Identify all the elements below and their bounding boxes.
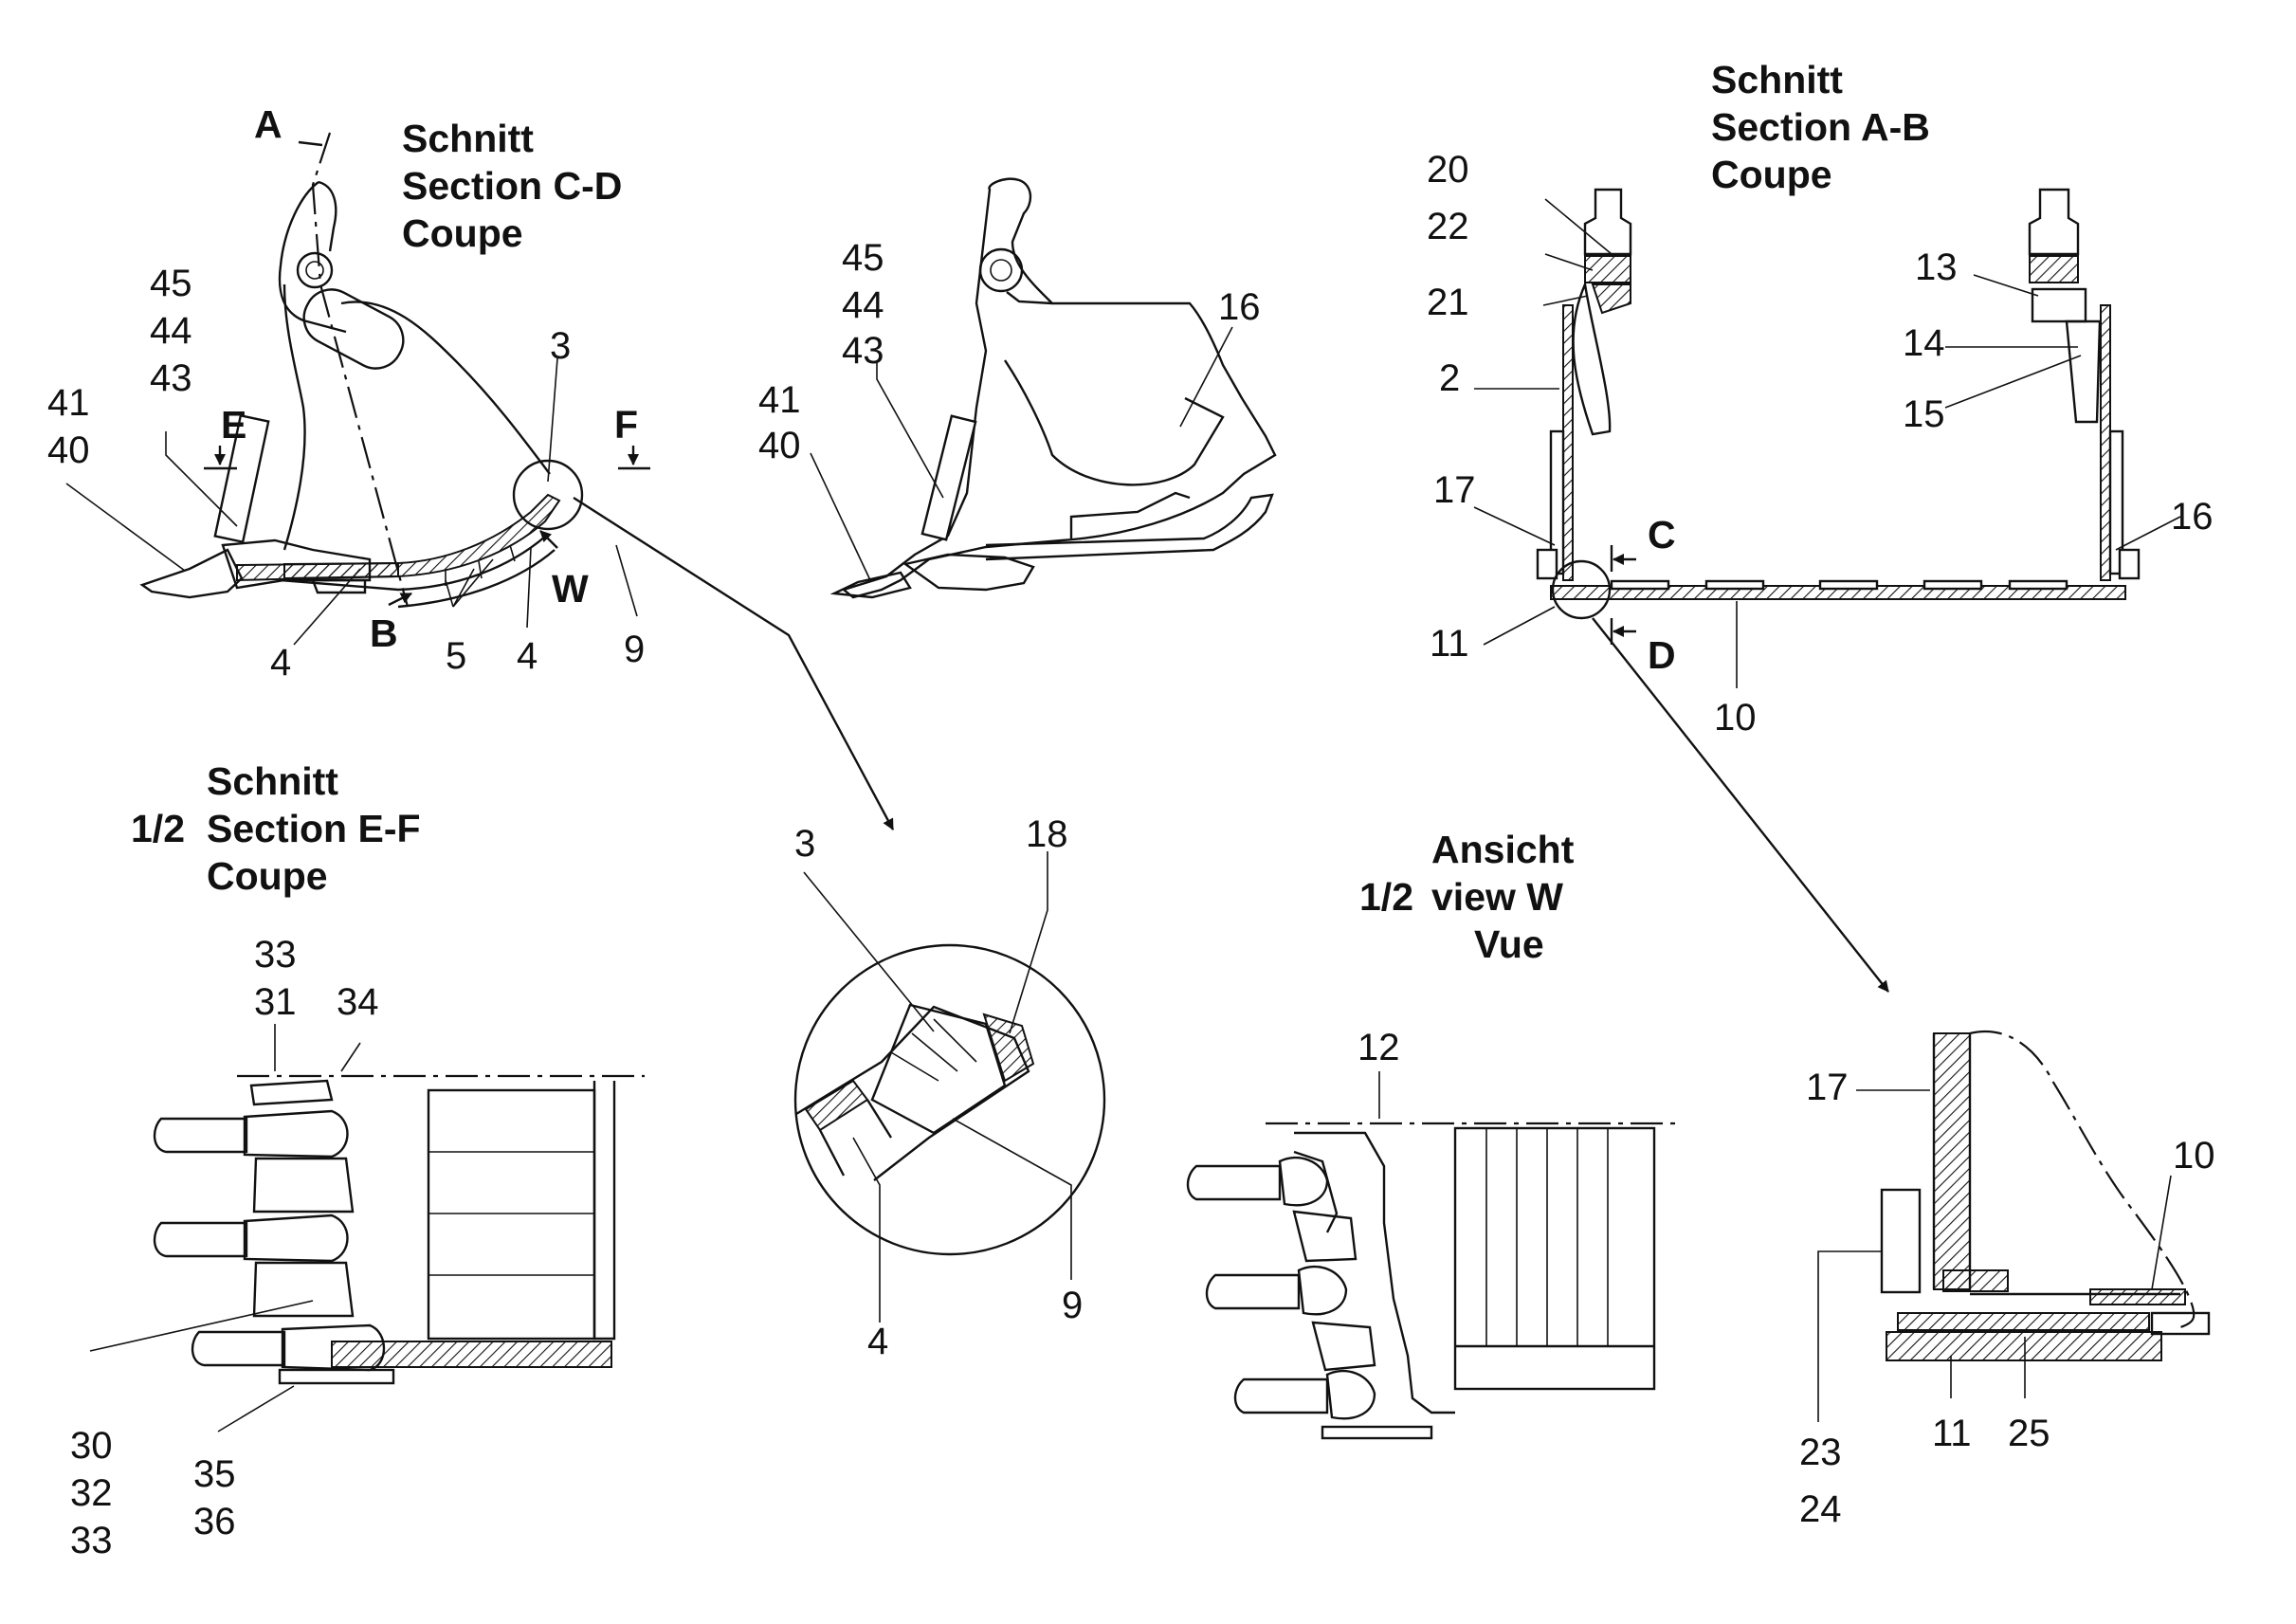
section-ab-drawing: [1473, 188, 2181, 993]
label-3: 3: [550, 325, 571, 367]
label-17: 17: [1806, 1067, 1849, 1108]
label-9: 9: [624, 629, 645, 670]
label-44: 44: [150, 310, 192, 352]
heading-cd-de: Schnitt: [402, 117, 534, 160]
heading-ef-en: Section E-F: [207, 807, 421, 850]
label-10: 10: [1714, 697, 1757, 739]
label-33: 33: [254, 934, 297, 976]
labels-section-ef: 33 31 34 30 32 33 35 36: [70, 934, 379, 1561]
heading-ab-en: Section A-B: [1711, 105, 1930, 149]
label-9: 9: [1062, 1285, 1083, 1326]
label-45: 45: [842, 237, 884, 279]
heading-section-ab: Schnitt Section A-B Coupe: [1711, 58, 1930, 196]
labels-section-cd: 45 44 43 41 40 3 4 5 4 9: [47, 263, 645, 684]
labels-detail-circle: 3 18 4 9: [794, 813, 1083, 1362]
label-2: 2: [1439, 357, 1460, 399]
labels-view-w: 12: [1358, 1027, 1400, 1068]
label-34: 34: [337, 981, 379, 1023]
label-15: 15: [1903, 393, 1945, 435]
label-40: 40: [758, 425, 801, 466]
label-36: 36: [193, 1501, 236, 1542]
label-40: 40: [47, 429, 90, 471]
heading-section-cd: Schnitt Section C-D Coupe: [402, 117, 622, 255]
marker-c: C: [1648, 513, 1676, 557]
label-10: 10: [2173, 1135, 2215, 1177]
label-3: 3: [794, 823, 815, 865]
label-41: 41: [47, 382, 90, 424]
heading-ef-prefix: 1/2: [131, 807, 185, 850]
label-4: 4: [270, 642, 291, 684]
marker-f: F: [614, 403, 638, 447]
label-31: 31: [254, 981, 297, 1023]
view-w-drawing: [1186, 1071, 1683, 1440]
label-41: 41: [758, 379, 801, 421]
label-18: 18: [1026, 813, 1068, 855]
heading-cd-en: Section C-D: [402, 164, 622, 208]
label-16: 16: [2171, 496, 2214, 538]
label-33: 33: [70, 1520, 113, 1561]
label-17: 17: [1433, 469, 1476, 511]
label-21: 21: [1427, 282, 1469, 323]
labels-section-ab: 20 22 21 2 17 11 10 13 14 15 16: [1427, 149, 2214, 739]
label-14: 14: [1903, 322, 1945, 364]
section-ef-drawing: [89, 1024, 645, 1432]
label-44: 44: [842, 284, 884, 326]
marker-e: E: [221, 403, 246, 447]
heading-section-ef: Schnitt 1/2 Section E-F Coupe: [131, 759, 421, 898]
label-43: 43: [842, 330, 884, 372]
label-13: 13: [1915, 246, 1958, 288]
heading-w-prefix: 1/2: [1359, 875, 1413, 919]
detail-circle-drawing: [793, 851, 1106, 1323]
side-view-drawing: [810, 177, 1277, 599]
labels-corner-detail: 17 10 23 24 11 25: [1799, 1067, 2215, 1530]
label-11: 11: [1430, 623, 1469, 665]
label-4: 4: [867, 1321, 888, 1362]
label-4: 4: [517, 635, 538, 677]
label-30: 30: [70, 1425, 113, 1467]
section-cd-drawing: [65, 132, 895, 830]
heading-ab-fr: Coupe: [1711, 153, 1832, 196]
heading-w-fr: Vue: [1474, 922, 1544, 966]
corner-detail-drawing: [1817, 1031, 2211, 1422]
label-20: 20: [1427, 149, 1469, 191]
heading-view-w: Ansicht 1/2 view W Vue: [1359, 828, 1575, 966]
marker-d: D: [1648, 633, 1676, 677]
heading-ef-de: Schnitt: [207, 759, 338, 803]
label-24: 24: [1799, 1488, 1842, 1530]
label-32: 32: [70, 1472, 113, 1514]
label-23: 23: [1799, 1432, 1842, 1473]
label-12: 12: [1358, 1027, 1400, 1068]
marker-b: B: [370, 611, 398, 655]
labels-side-view: 45 44 43 41 40 16: [758, 237, 1261, 466]
label-11: 11: [1932, 1413, 1972, 1454]
heading-cd-fr: Coupe: [402, 211, 523, 255]
label-43: 43: [150, 357, 192, 399]
label-45: 45: [150, 263, 192, 304]
heading-w-en: view W: [1431, 875, 1563, 919]
marker-w: W: [552, 567, 589, 611]
heading-ef-fr: Coupe: [207, 854, 328, 898]
label-22: 22: [1427, 206, 1469, 247]
label-35: 35: [193, 1453, 236, 1495]
heading-w-de: Ansicht: [1431, 828, 1575, 871]
label-5: 5: [446, 635, 466, 677]
marker-a: A: [254, 102, 282, 146]
label-16: 16: [1218, 286, 1261, 328]
label-25: 25: [2008, 1413, 2050, 1454]
heading-ab-de: Schnitt: [1711, 58, 1843, 101]
